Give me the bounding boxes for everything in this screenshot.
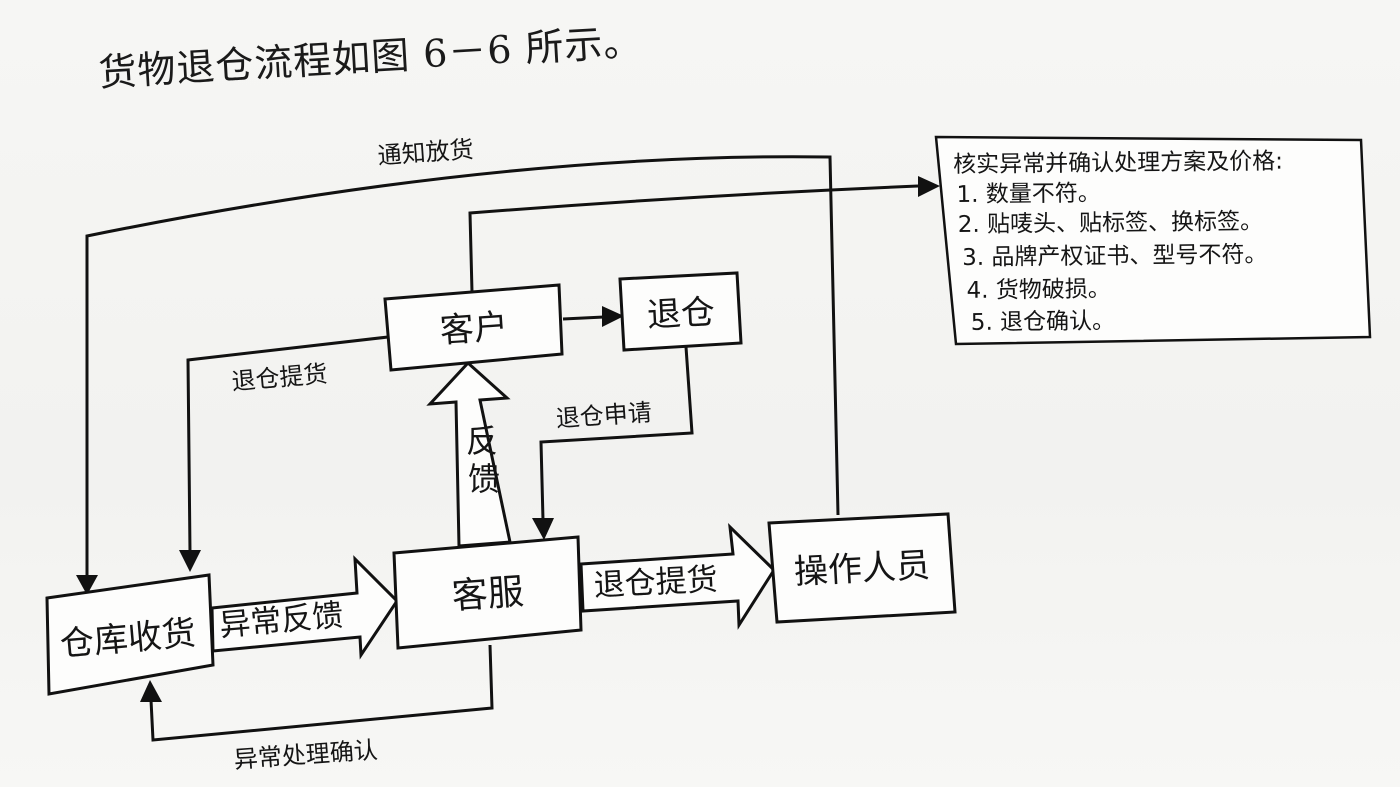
arrowhead-return-pickup-left (179, 550, 201, 572)
edge-return-request (539, 346, 694, 521)
node-operator (767, 512, 957, 624)
notes-item: 3. 品牌产权证书、型号不符。 (962, 242, 1268, 271)
node-warehouse-receiving (45, 573, 215, 696)
notes-item: 1. 数量不符。 (956, 181, 1101, 209)
arrowhead-notify-release (76, 575, 98, 595)
label-customer: 客户 (439, 307, 510, 352)
notes-box (934, 135, 1372, 346)
label-return-pickup-left: 退仓提货 (231, 360, 329, 396)
label-return: 退仓 (646, 292, 716, 336)
notes-content: 核实异常并确认处理方案及价格: 1. 数量不符。 2. 贴唛头、贴标签、换标签。… (953, 149, 1283, 336)
label-notify-release: 通知放货 (377, 135, 475, 170)
notes-item: 4. 货物破损。 (966, 276, 1111, 304)
notes-title: 核实异常并确认处理方案及价格: (953, 149, 1283, 178)
block-arrow-feedback (426, 360, 512, 548)
arrowhead-return-request (532, 518, 554, 540)
edge-customer-to-notes (468, 184, 919, 293)
notes-item: 5. 退仓确认。 (971, 308, 1116, 336)
label-return-pickup-arrow: 退仓提货 (593, 562, 719, 604)
edge-exception-confirm (149, 644, 494, 742)
arrowhead-customer-to-return (602, 306, 624, 327)
label-feedback-2: 馈 (468, 460, 500, 498)
edge-return-pickup-left (186, 335, 389, 553)
label-return-request: 退仓申请 (555, 398, 653, 433)
node-customer-service (392, 535, 583, 650)
node-return (618, 271, 743, 352)
notes-item: 2. 贴唛头、贴标签、换标签。 (958, 209, 1264, 238)
label-feedback-1: 反 (466, 422, 498, 460)
block-arrow-exception-feedback (210, 555, 399, 660)
label-operator: 操作人员 (793, 545, 931, 592)
edge-notify-release (85, 155, 840, 578)
label-customer-service: 客服 (451, 572, 526, 618)
arrowhead-to-notes (918, 176, 940, 197)
arrowhead-exception-confirm (140, 680, 162, 702)
node-customer (383, 283, 564, 372)
block-arrow-return-pickup (579, 522, 776, 630)
label-exception-confirm: 异常处理确认 (233, 736, 379, 774)
edge-customer-to-return (562, 315, 605, 321)
